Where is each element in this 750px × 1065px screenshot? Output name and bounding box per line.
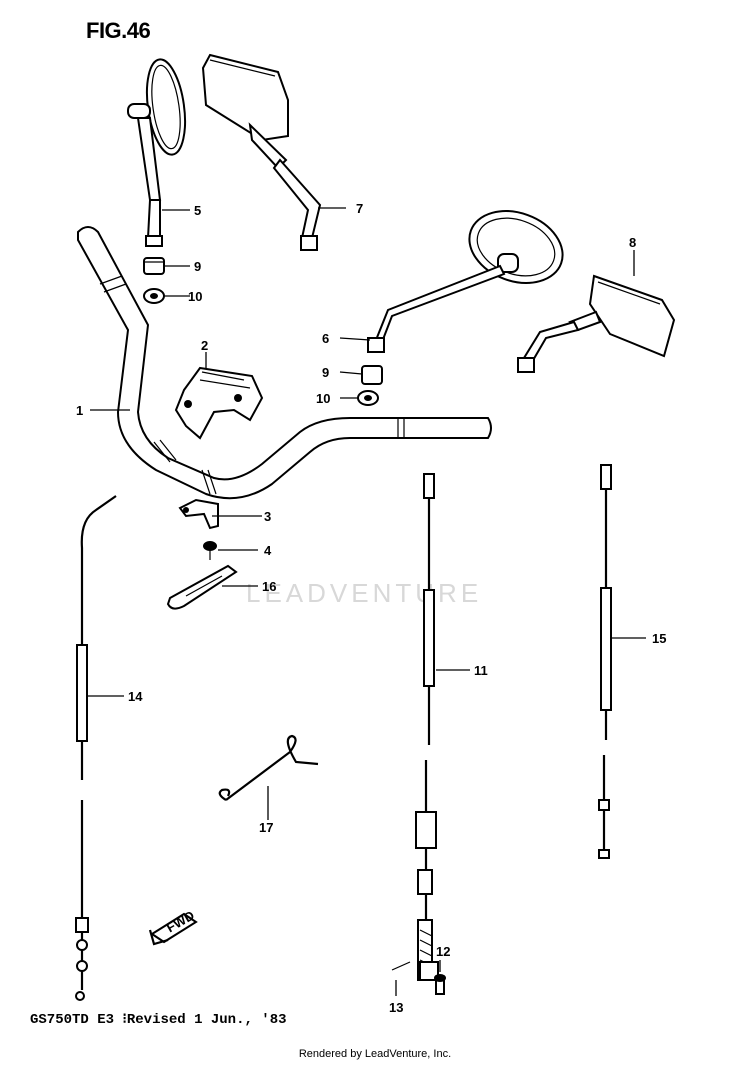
cable-bolt: [434, 974, 446, 995]
callout-2: 2: [201, 338, 208, 353]
callout-11: 11: [474, 663, 488, 678]
callout-9b: 9: [322, 365, 329, 380]
mirror-adapter-right: [361, 365, 383, 385]
callout-10a: 10: [188, 289, 202, 304]
round-mirror-left: [127, 58, 187, 247]
screw: [203, 541, 217, 560]
nut-right: [357, 390, 379, 406]
callout-14: 14: [128, 689, 143, 704]
callout-15: 15: [652, 631, 666, 646]
cable-guide: [166, 564, 238, 610]
callout-8: 8: [629, 235, 636, 250]
wire-clamp: [218, 734, 319, 801]
throttle-cable: [75, 495, 117, 1001]
callout-5: 5: [194, 203, 201, 218]
handlebar-clamp: [174, 366, 264, 440]
round-mirror-right: [367, 210, 564, 353]
bracket: [178, 498, 219, 530]
callout-4: 4: [264, 543, 272, 558]
forward-arrow-icon: FWD: [148, 908, 198, 946]
footer-credit: Rendered by LeadVenture, Inc.: [298, 1048, 452, 1060]
nut-left: [143, 288, 165, 304]
choke-cable: [598, 464, 612, 859]
callout-1: 1: [76, 403, 83, 418]
rect-mirror-right-bottom: [517, 274, 676, 373]
rect-mirror-right-top: [201, 53, 322, 251]
model-revision-note: GS750TD E3 ⁝Revised 1 Jun., '83: [30, 1012, 287, 1028]
callout-17: 17: [259, 820, 273, 835]
handlebar: [77, 226, 492, 500]
callout-16: 16: [262, 579, 276, 594]
watermark: LEADVENTURE: [246, 578, 483, 608]
callout-7: 7: [356, 201, 363, 216]
callout-12: 12: [436, 944, 450, 959]
callout-3: 3: [264, 509, 271, 524]
callout-numbers: 5 9 10 7 2 1 8 6 9 10 3 4 16 14 11 15 17…: [76, 201, 666, 1015]
callout-6: 6: [322, 331, 329, 346]
clutch-cable: [415, 473, 439, 981]
figure-title: FIG.46: [86, 18, 151, 43]
leader-lines: [88, 207, 646, 996]
callout-9a: 9: [194, 259, 201, 274]
mirror-adapter-left: [143, 257, 165, 275]
callout-13: 13: [389, 1000, 403, 1015]
callout-10b: 10: [316, 391, 330, 406]
cable-screw: [391, 961, 411, 971]
